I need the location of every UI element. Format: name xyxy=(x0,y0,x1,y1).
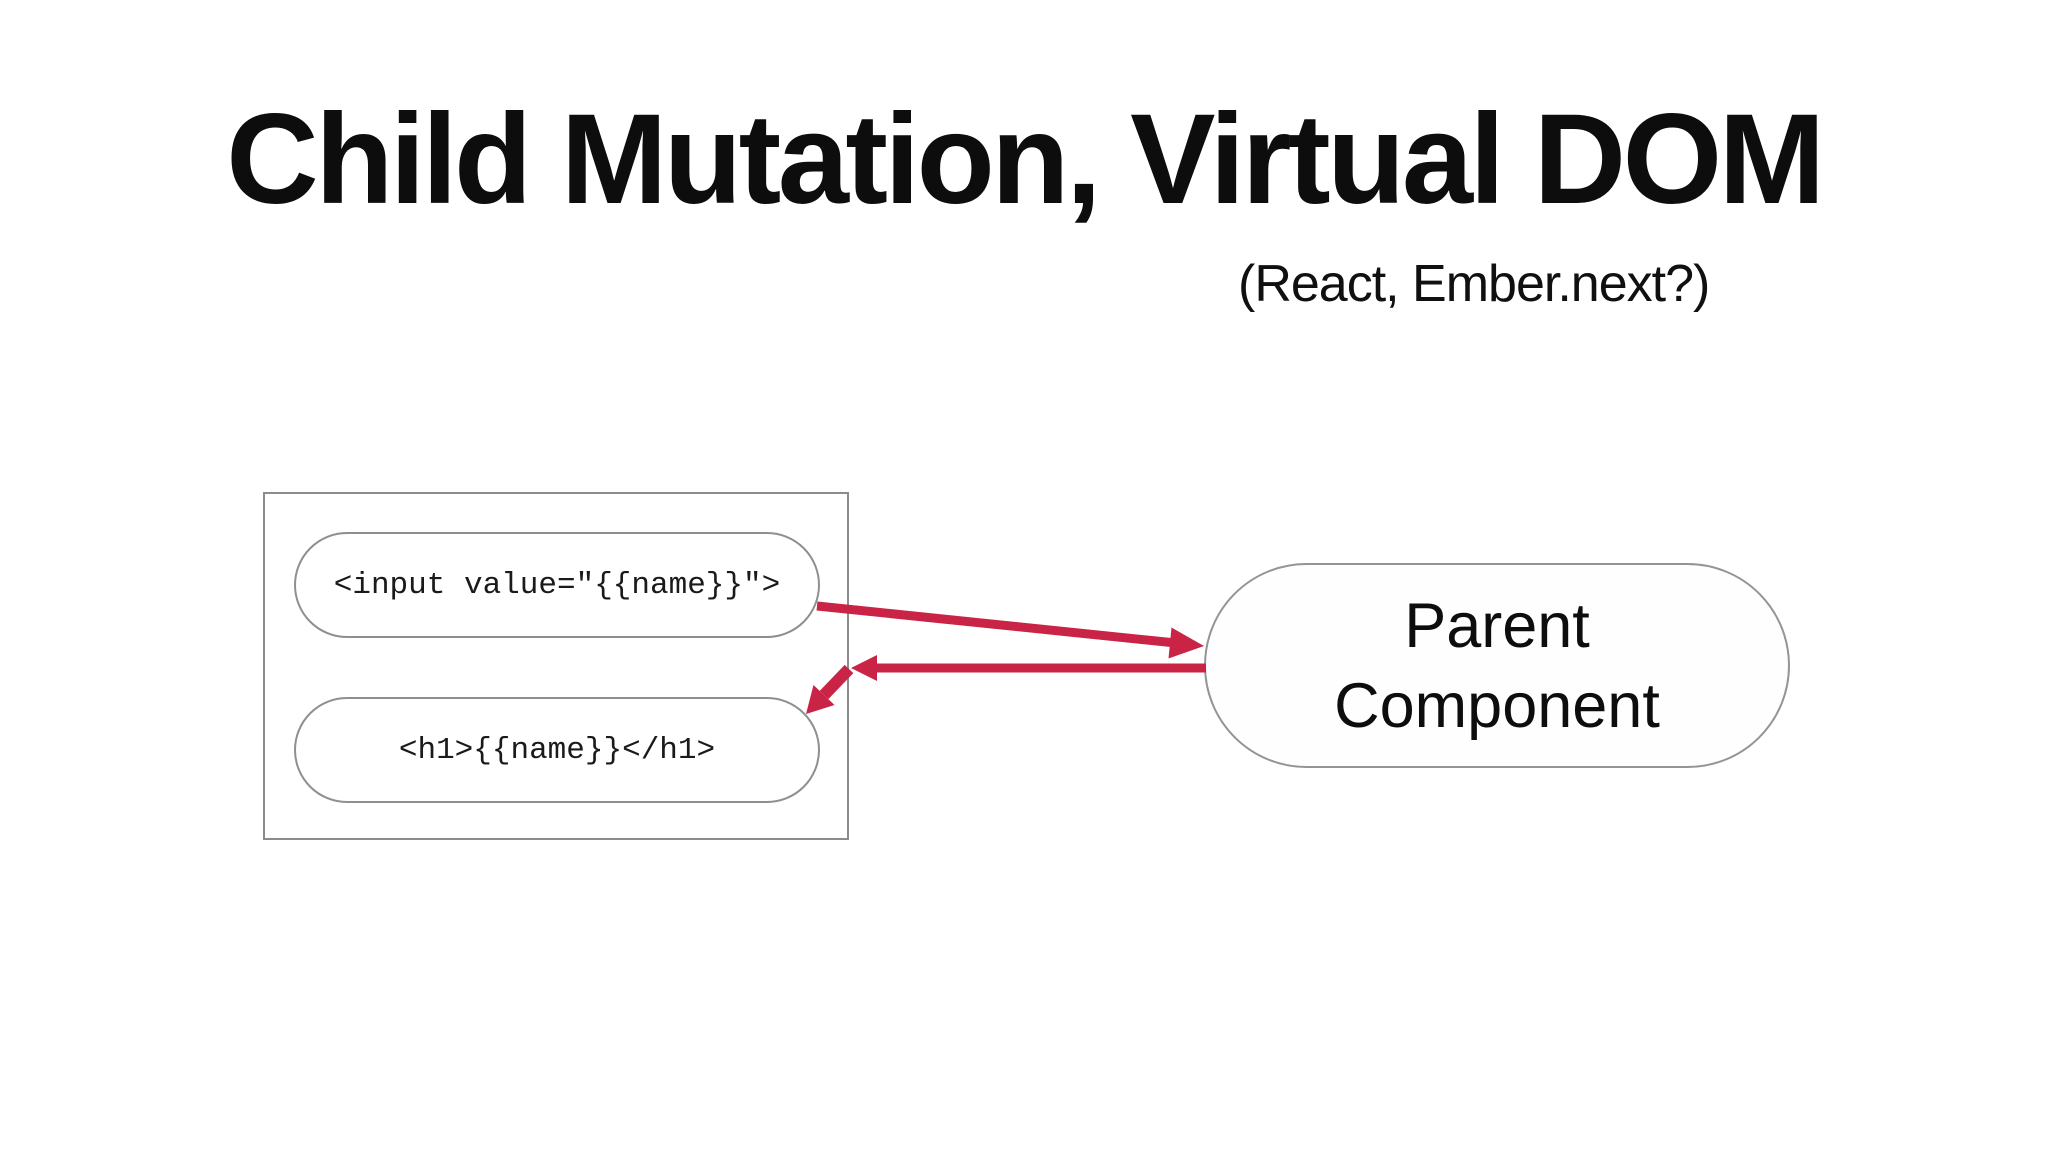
parent-component-node: Parent Component xyxy=(1204,563,1790,768)
parent-component-label-line2: Component xyxy=(1334,670,1660,741)
h1-template-node: <h1>{{name}}</h1> xyxy=(294,697,820,803)
arrow-parent-to-template xyxy=(851,655,1206,681)
arrow-template-to-parent xyxy=(816,601,1204,659)
parent-component-label-line1: Parent xyxy=(1404,590,1590,661)
arrow-template-to-parent-shaft xyxy=(816,601,1172,647)
slide-title: Child Mutation, Virtual DOM xyxy=(226,88,1825,231)
h1-template-code: <h1>{{name}}</h1> xyxy=(398,732,716,768)
arrow-parent-to-template-head xyxy=(851,655,877,681)
arrow-template-to-parent-head xyxy=(1168,627,1204,659)
slide-subtitle: (React, Ember.next?) xyxy=(1238,255,1710,313)
input-template-node: <input value="{{name}}"> xyxy=(294,532,820,638)
input-template-code: <input value="{{name}}"> xyxy=(333,567,781,603)
